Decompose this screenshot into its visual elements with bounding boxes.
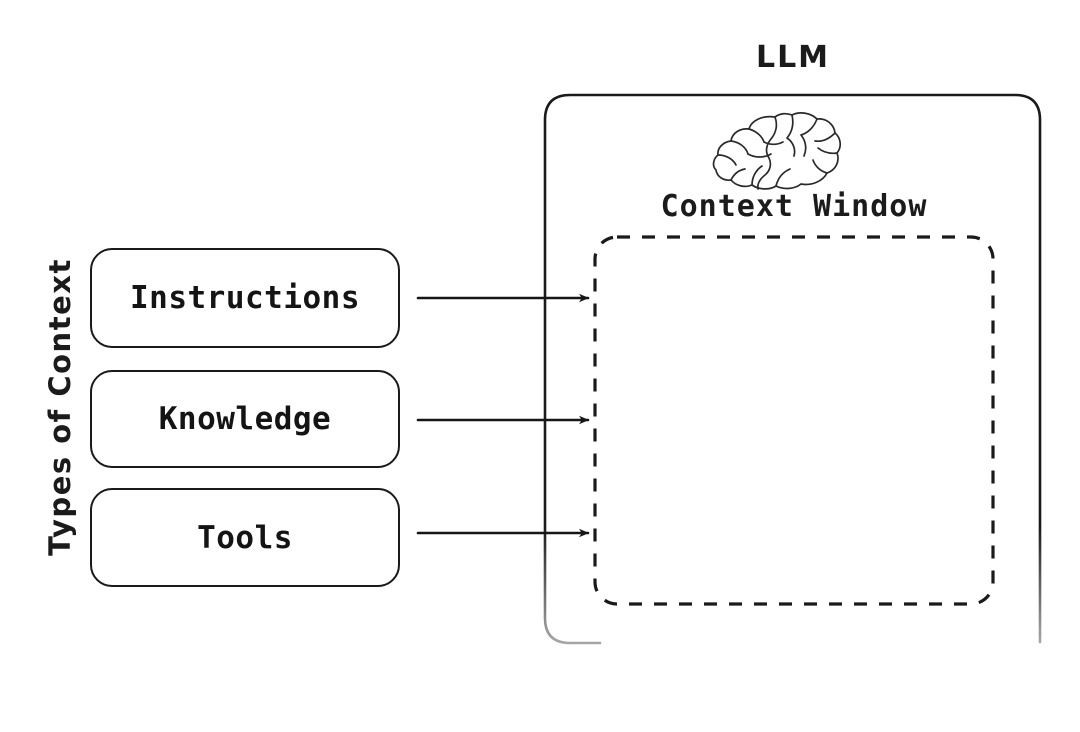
context-type-tools[interactable]: Tools <box>90 488 400 587</box>
context-window-title: Context Window <box>660 189 928 224</box>
llm-container-outline <box>543 93 1042 645</box>
context-type-knowledge[interactable]: Knowledge <box>90 370 400 468</box>
page-title: LLM <box>755 40 831 75</box>
context-type-knowledge-label: Knowledge <box>158 401 332 437</box>
context-window-region <box>593 235 995 606</box>
context-type-instructions-label: Instructions <box>130 280 360 316</box>
brain-icon <box>712 112 841 190</box>
types-of-context-axis-label: Types of Context <box>43 258 77 556</box>
context-type-instructions[interactable]: Instructions <box>90 248 400 348</box>
context-type-tools-label: Tools <box>197 519 293 556</box>
